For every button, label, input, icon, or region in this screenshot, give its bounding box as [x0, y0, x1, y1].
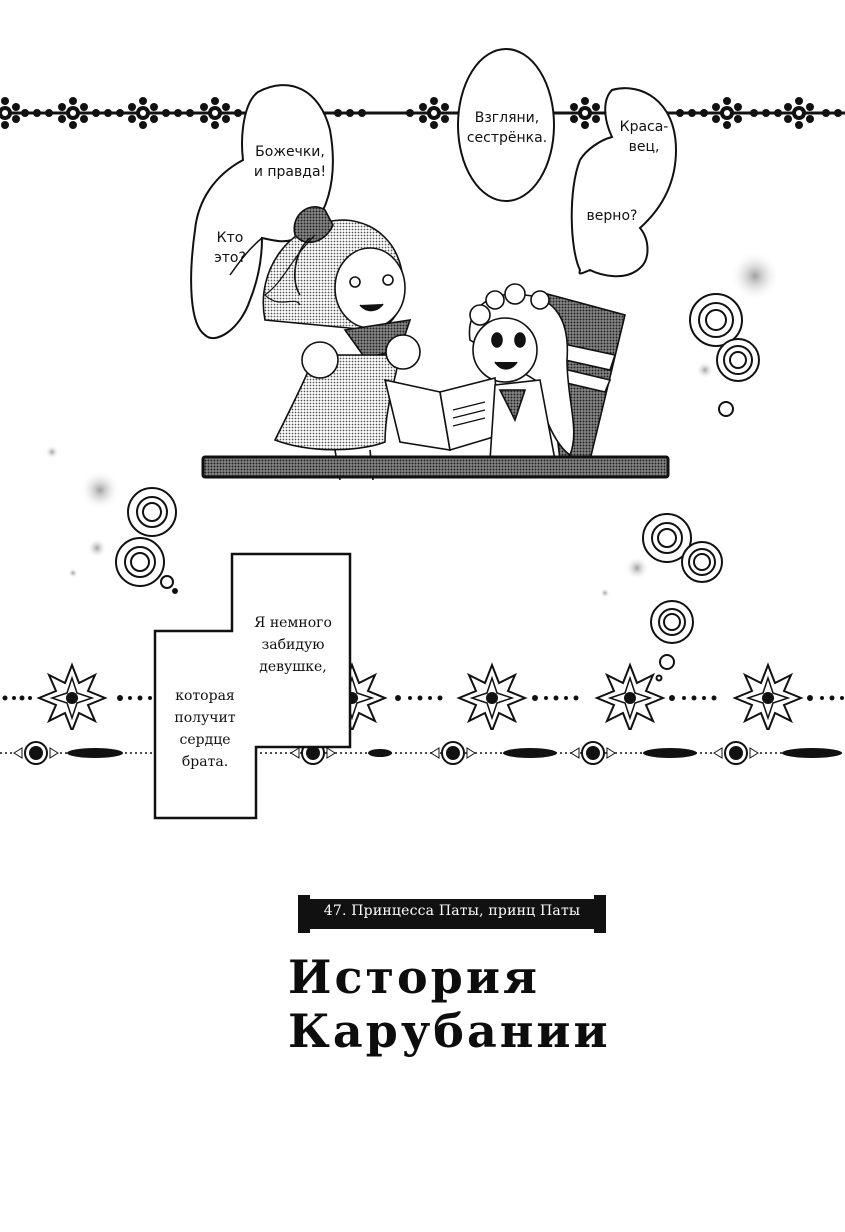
starburst-icon [456, 662, 528, 730]
speech-bubble-text: верно? [586, 208, 638, 224]
rose-icon [650, 600, 694, 644]
chapter-banner: 47. Принцесса Паты, принц Паты [296, 893, 608, 935]
speech-bubble-bozhechki-kto [190, 84, 334, 340]
caption-text-upper: Я немного забидую девушке, [254, 615, 332, 675]
rose-icon [716, 338, 760, 382]
medallion-icon [13, 741, 59, 765]
narration-caption-box [153, 552, 352, 820]
series-title: История Карубании [288, 950, 611, 1058]
seated-girl [383, 283, 626, 461]
rose-icon [127, 487, 177, 537]
speech-bubble-text: Краса- вец, [619, 119, 669, 155]
caption-text-lower: которая получит сердце брата. [174, 688, 236, 770]
rose-icon [642, 513, 692, 563]
desk [201, 455, 670, 479]
starburst-icon [732, 662, 804, 730]
medallion-icon [570, 741, 616, 765]
rose-decorations [45, 251, 780, 682]
speech-bubble-text: Божечки, и правда! [253, 144, 327, 180]
speech-bubble-vzglyani [457, 48, 555, 202]
bead-line [2, 695, 844, 701]
rose-icon [689, 293, 743, 347]
top-ornamental-border [0, 97, 845, 129]
character-illustration [201, 206, 670, 480]
medallion-icon [430, 741, 476, 765]
speech-bubble-text: Кто это? [214, 230, 246, 266]
lower-ornamental-border [0, 741, 845, 765]
starburst-icon [36, 662, 108, 730]
speech-bubble-text: Взгляни, сестрёнка. [466, 110, 548, 146]
speech-bubble-krasavets-verno [570, 87, 678, 278]
chapter-title: 47. Принцесса Паты, принц Паты [323, 903, 581, 919]
rose-icon [115, 537, 165, 587]
banner-background [304, 899, 600, 929]
rose-icon [681, 541, 723, 583]
standing-girl [262, 206, 421, 480]
middle-ornamental-border [2, 662, 844, 730]
medallion-icon [713, 741, 759, 765]
starburst-icon [594, 662, 666, 730]
speech-bubbles-layer [190, 48, 678, 340]
